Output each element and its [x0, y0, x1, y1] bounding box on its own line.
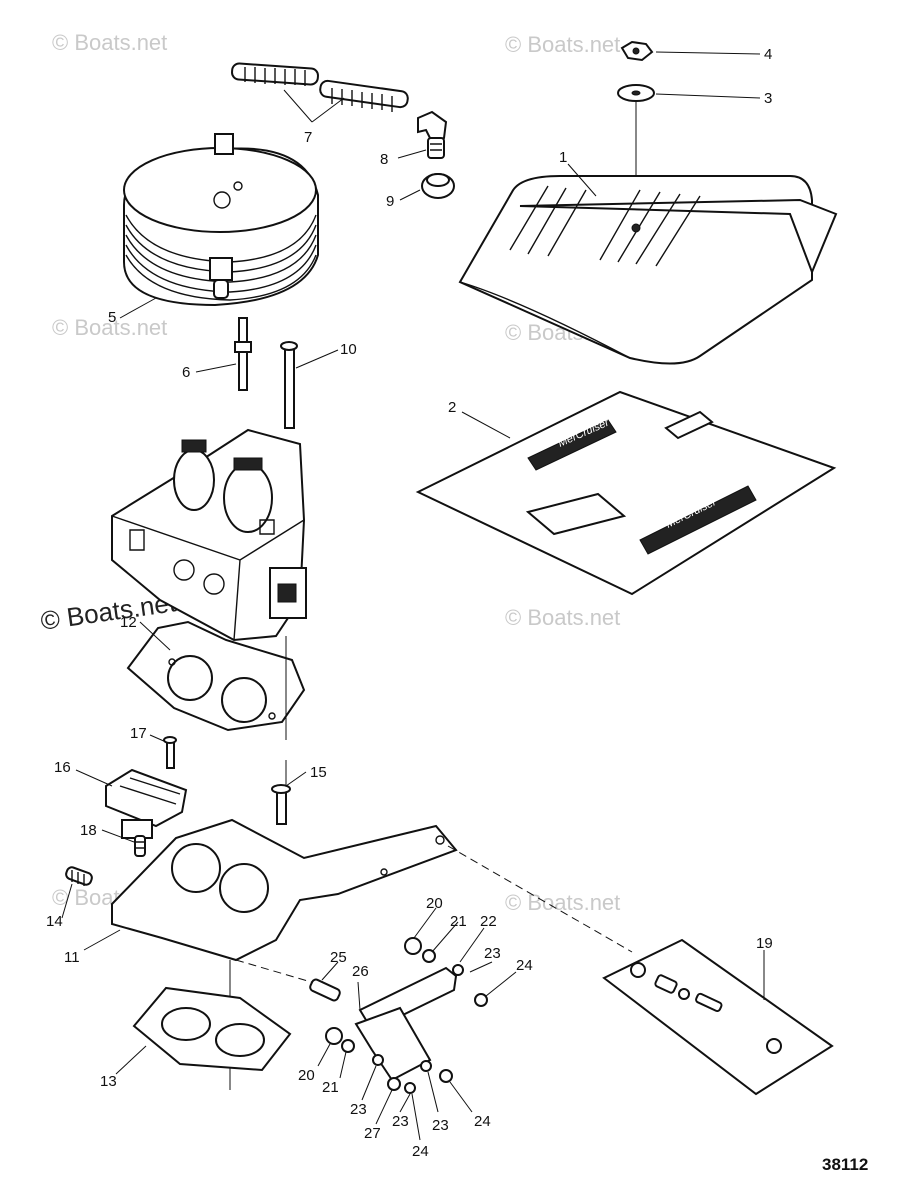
assembly-line: [235, 959, 319, 985]
stud-part: [234, 317, 252, 391]
adapter-plate-part: [111, 818, 458, 962]
callout-number: 9: [386, 193, 394, 210]
callout-number: 24: [474, 1113, 491, 1130]
sensor-part: [105, 768, 188, 839]
callout-number: 2: [448, 399, 456, 416]
callout-number: 23: [484, 945, 501, 962]
callout-number: 23: [350, 1101, 367, 1118]
callout-number: 21: [322, 1079, 339, 1096]
callout-number: 23: [432, 1117, 449, 1134]
callout-number: 22: [480, 913, 497, 930]
callout-number: 6: [182, 364, 190, 381]
washer-part: [617, 84, 655, 102]
linkage-arm-part: [354, 966, 458, 1082]
callout-number: 5: [108, 309, 116, 326]
throttle-body-part: [111, 428, 307, 642]
callout-number: 20: [426, 895, 443, 912]
screw-part: [163, 736, 177, 769]
watermark: © Boats.net: [52, 315, 167, 340]
elbow-fitting-part: [417, 110, 448, 159]
decal-sheet-part: MerCruiser MerCruiser: [415, 390, 837, 596]
callout-number: 3: [764, 90, 772, 107]
lower-gasket-part: [132, 986, 292, 1072]
watermark: © Boats.net: [52, 30, 167, 55]
callout-number: 21: [450, 913, 467, 930]
engine-cover-part: [458, 175, 838, 365]
assembly-line: [447, 845, 633, 953]
callout-number: 14: [46, 913, 63, 930]
callout-number: 18: [80, 822, 97, 839]
linkage-nuts: [325, 937, 488, 1094]
callout-number: 7: [304, 129, 312, 146]
callout-number: 13: [100, 1073, 117, 1090]
callout-number: 19: [756, 935, 773, 952]
callout-number: 8: [380, 151, 388, 168]
bolt-part: [271, 784, 291, 825]
watermark: © Boats.net: [505, 605, 620, 630]
long-bolt-part: [280, 341, 298, 429]
figure-number: 38112: [822, 1155, 868, 1174]
callout-number: 25: [330, 949, 347, 966]
callout-number: 15: [310, 764, 327, 781]
callout-number: 26: [352, 963, 369, 980]
grommet-part: [421, 173, 455, 199]
callout-number: 4: [764, 46, 772, 63]
callout-number: 10: [340, 341, 357, 358]
callout-number: 20: [298, 1067, 315, 1084]
flame-arrestor-part: [123, 133, 319, 307]
ball-stud-part: [309, 978, 341, 1002]
watermark: © Boats.net: [505, 32, 620, 57]
spring-part: [134, 835, 146, 857]
leader-lines: [61, 51, 765, 1141]
callout-number: 23: [392, 1113, 409, 1130]
hose-part: [231, 62, 409, 112]
callout-number: 11: [64, 949, 80, 966]
nut-part: [620, 40, 654, 62]
upper-gasket-part: [126, 620, 306, 732]
hardware-kit-part: [602, 938, 834, 1096]
callout-number: 17: [130, 725, 147, 742]
callout-number: 27: [364, 1125, 381, 1142]
watermark: © Boats.net: [505, 890, 620, 915]
callout-number: 1: [559, 149, 567, 166]
plug-part: [65, 866, 93, 886]
callout-number: 24: [412, 1143, 429, 1160]
callout-number: 16: [54, 759, 71, 776]
callout-number: 12: [120, 614, 137, 631]
callout-number: 24: [516, 957, 533, 974]
